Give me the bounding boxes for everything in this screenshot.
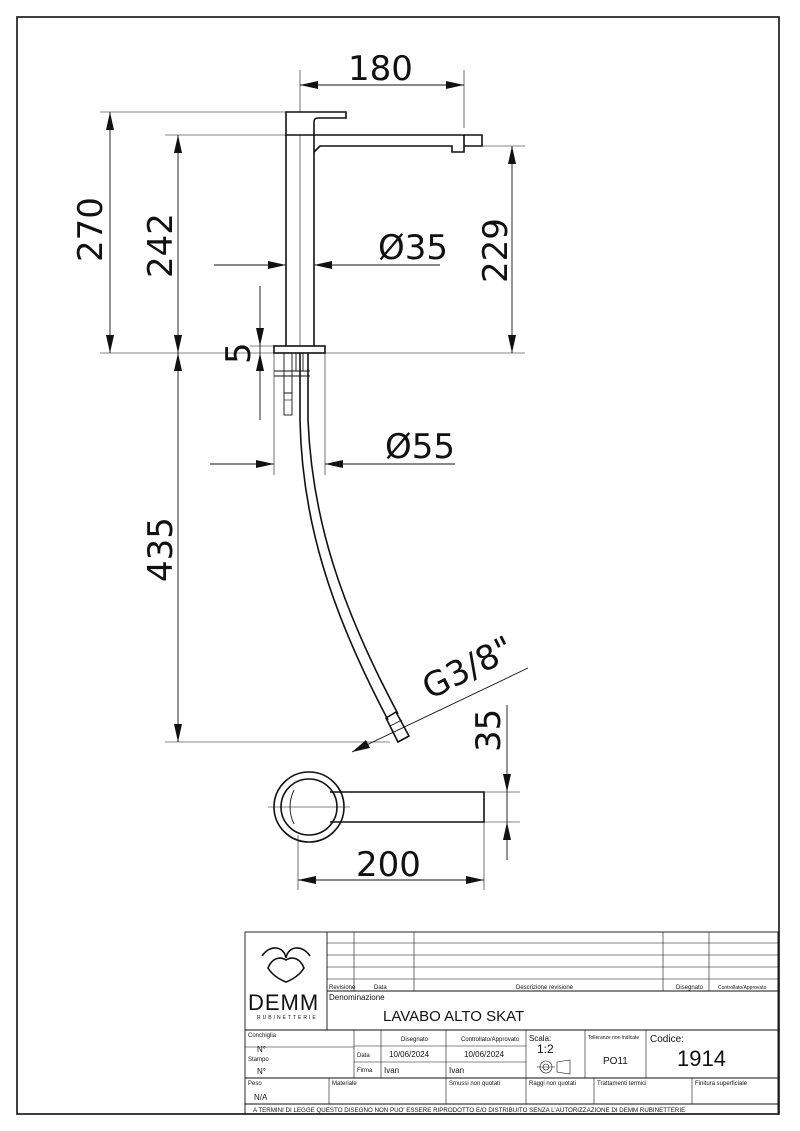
rev-header-descrizione: Descrizione revisione [516,985,574,991]
sheet-border [16,16,780,1115]
dim-200: 200 [356,845,421,885]
rev-header-controllato: Controllato/Approvato [718,985,767,991]
materiale-label: Materiale [332,1081,357,1087]
firma-disegnato: Ivan [384,1066,399,1075]
finitura-label: Finitura superficiale [695,1081,748,1087]
title-block [244,931,779,1115]
scala-value: 1:2 [537,1042,554,1056]
dim-435: 435 [141,517,181,582]
logo-text: DEMM [248,990,319,1015]
data-disegnato: 10/06/2024 [389,1050,430,1059]
rev-header-data: Data [374,985,387,991]
stampo-value: N° [257,1067,266,1076]
raggi-label: Raggi non quotati [529,1081,576,1087]
conchiglia-label: Conchiglia [248,1033,277,1039]
dim-35-top: 35 [469,709,509,752]
denominazione-value: LAVABO ALTO SKAT [383,1008,524,1025]
scala-label: Scala: [529,1034,551,1043]
projection-symbol [537,1059,571,1075]
dim-5: 5 [219,342,259,364]
peso-value: N/A [254,1093,268,1102]
tolleranze-value: PO11 [603,1056,628,1067]
faucet-top-view [268,771,485,843]
rev-header-revisione: Revisione [329,985,356,991]
dim-diameter-55: Ø55 [385,427,455,467]
dim-180: 180 [348,49,413,89]
denominazione-label: Denominazione [329,993,385,1002]
firma-label: Firma [357,1068,373,1074]
trattamenti-label: Trattamenti termici [597,1081,646,1087]
firma-controllato: Ivan [449,1066,464,1075]
dim-connection: G3/8" [416,628,520,708]
dim-diameter-35: Ø35 [378,228,448,268]
controllato-label: Controllato/Approvato [461,1037,520,1043]
dimension-lines [100,70,529,890]
dim-242: 242 [141,213,181,278]
faucet-front-view [273,111,483,744]
data-label: Data [357,1053,370,1059]
rev-header-disegnato: Disegnato [676,985,704,991]
disegnato-label: Disegnato [401,1037,429,1043]
codice-label: Codice: [650,1034,684,1045]
data-controllato: 10/06/2024 [464,1050,505,1059]
logo-subtitle: RUBINETTERIE [257,1015,318,1021]
stampo-label: Stampo [248,1057,269,1063]
conchiglia-value: N° [257,1045,266,1054]
dim-270: 270 [71,197,111,262]
tolleranze-label: Tolleranze non indicate [588,1035,639,1041]
peso-label: Peso [248,1081,262,1087]
demm-logo-mark [261,947,311,983]
dim-229: 229 [476,218,516,283]
codice-value: 1914 [677,1046,726,1071]
footer-notice: A TERMINI DI LEGGE QUESTO DISEGNO NON PU… [253,1107,685,1114]
smussi-label: Smussi non quotati [449,1081,500,1087]
